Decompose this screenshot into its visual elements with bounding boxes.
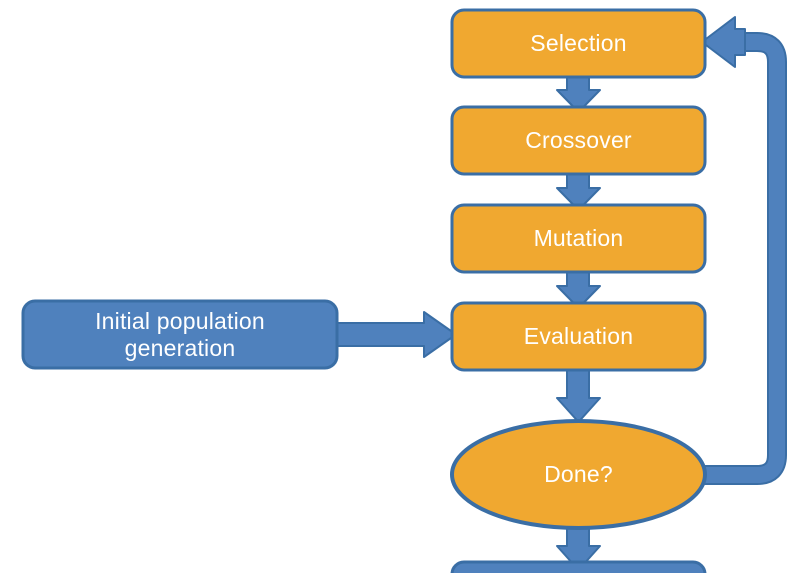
node-done-decision[interactable] <box>450 419 707 530</box>
edge-done-to-selection-loop <box>700 16 787 485</box>
node-evaluation[interactable] <box>450 301 707 372</box>
node-output[interactable] <box>450 560 707 573</box>
edge-initial-to-evaluation <box>332 311 457 358</box>
node-selection[interactable] <box>450 8 707 79</box>
node-mutation[interactable] <box>450 203 707 274</box>
edge-evaluation-to-done <box>556 365 601 423</box>
node-initial-population[interactable] <box>21 299 339 370</box>
arrowhead-loop-to-selection <box>701 16 746 68</box>
node-crossover[interactable] <box>450 105 707 176</box>
